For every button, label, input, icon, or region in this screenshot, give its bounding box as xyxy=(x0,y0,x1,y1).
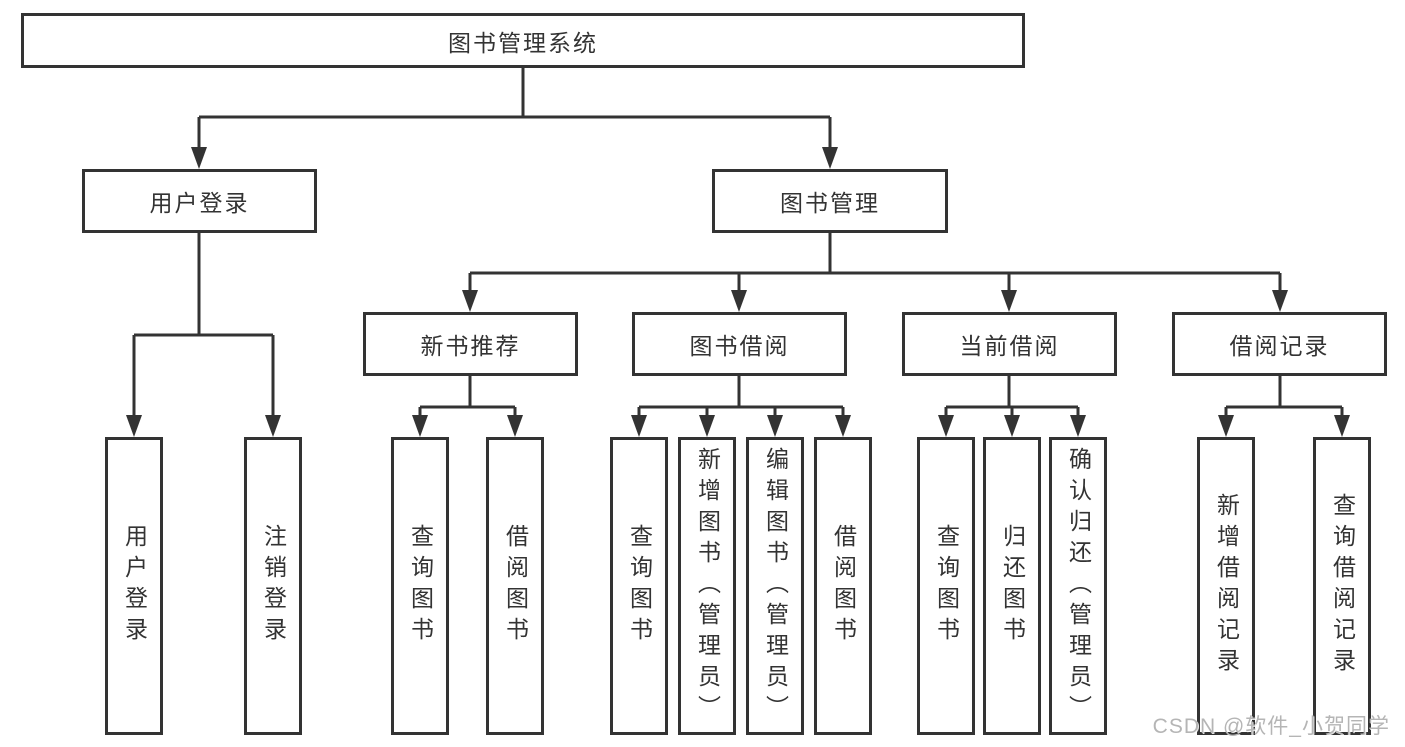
leaf-borrow-books-1: 借阅图书 xyxy=(486,437,544,735)
leaf-return-books: 归还图书 xyxy=(983,437,1041,735)
leaf-query-books-1-label: 查询图书 xyxy=(407,524,434,648)
node-book-management-label: 图书管理 xyxy=(780,190,880,216)
leaf-query-books-2: 查询图书 xyxy=(610,437,668,735)
leaf-query-borrow-record-label: 查询借阅记录 xyxy=(1329,493,1356,679)
leaf-add-borrow-record-label: 新增借阅记录 xyxy=(1213,493,1240,679)
node-book-borrowing-label: 图书借阅 xyxy=(689,333,790,359)
leaf-query-books-2-label: 查询图书 xyxy=(626,524,653,648)
leaf-confirm-return-admin-label: 确认归还（管理员） xyxy=(1065,446,1092,726)
node-user-login-label: 用户登录 xyxy=(149,190,250,216)
node-book-borrowing: 图书借阅 xyxy=(632,312,847,376)
node-borrow-records-label: 借阅记录 xyxy=(1229,333,1330,359)
leaf-confirm-return-admin: 确认归还（管理员） xyxy=(1049,437,1107,735)
node-book-management: 图书管理 xyxy=(712,169,948,233)
leaf-return-books-label: 归还图书 xyxy=(999,524,1026,648)
leaf-query-books-3: 查询图书 xyxy=(917,437,975,735)
leaf-logout: 注销登录 xyxy=(244,437,302,735)
leaf-add-borrow-record: 新增借阅记录 xyxy=(1197,437,1255,735)
leaf-edit-books-admin-label: 编辑图书（管理员） xyxy=(762,446,789,726)
leaf-borrow-books-1-label: 借阅图书 xyxy=(502,524,529,648)
node-current-borrowing-label: 当前借阅 xyxy=(959,333,1060,359)
node-new-book-recommend: 新书推荐 xyxy=(363,312,578,376)
node-root-label: 图书管理系统 xyxy=(448,29,598,56)
leaf-borrow-books-2-label: 借阅图书 xyxy=(830,524,857,648)
leaf-add-books-admin-label: 新增图书（管理员） xyxy=(694,446,721,726)
csdn-watermark: CSDN @软件_小贺同学 xyxy=(1152,715,1390,738)
connector-paths xyxy=(132,68,1344,423)
leaf-logout-label: 注销登录 xyxy=(260,524,287,648)
leaf-query-borrow-record: 查询借阅记录 xyxy=(1313,437,1371,735)
leaf-borrow-books-2: 借阅图书 xyxy=(814,437,872,735)
node-new-book-recommend-label: 新书推荐 xyxy=(420,333,521,359)
node-borrow-records: 借阅记录 xyxy=(1172,312,1387,376)
node-user-login: 用户登录 xyxy=(82,169,317,233)
leaf-add-books-admin: 新增图书（管理员） xyxy=(678,437,736,735)
leaf-query-books-1: 查询图书 xyxy=(391,437,449,735)
node-root-system: 图书管理系统 xyxy=(21,13,1025,68)
leaf-edit-books-admin: 编辑图书（管理员） xyxy=(746,437,804,735)
leaf-query-books-3-label: 查询图书 xyxy=(933,524,960,648)
leaf-user-login-label: 用户登录 xyxy=(121,524,148,648)
arrowheads xyxy=(126,147,1350,437)
node-current-borrowing: 当前借阅 xyxy=(902,312,1117,376)
leaf-user-login: 用户登录 xyxy=(105,437,163,735)
